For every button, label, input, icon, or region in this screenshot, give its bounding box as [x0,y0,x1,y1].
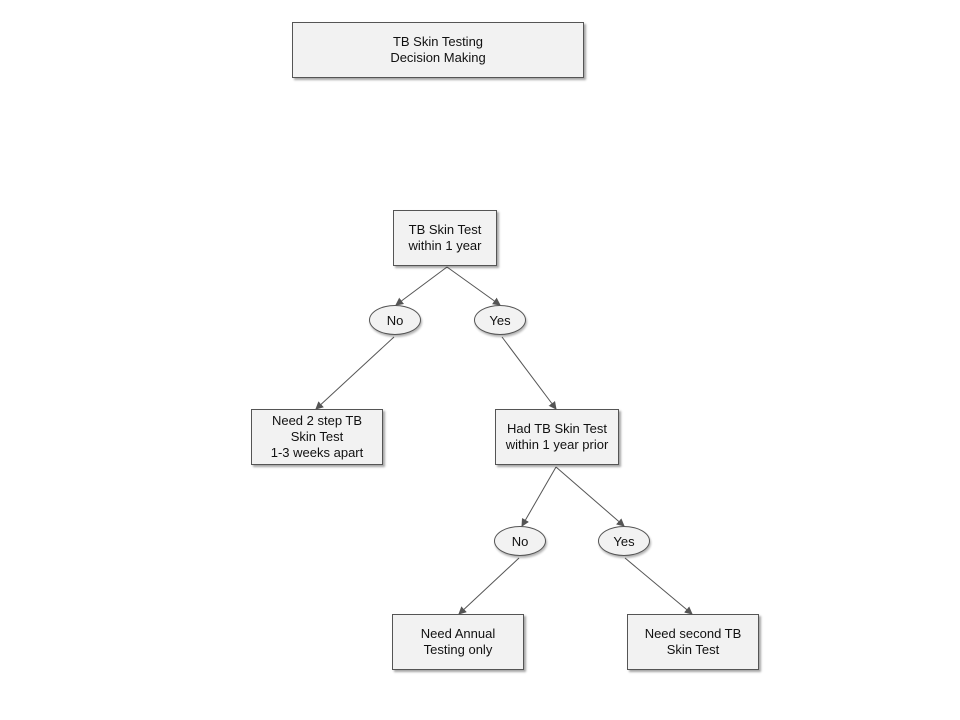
node-annual-line-2: Testing only [423,642,493,657]
edge-prior-to-no [521,466,557,527]
diagram-title-box: TB Skin Testing Decision Making [292,22,584,78]
decision-yes-label: Yes [489,312,511,328]
edge-no-to-annual [458,557,520,615]
node-two-step-line-2: Skin Test [290,429,344,444]
node-two-step-line-3: 1-3 weeks apart [270,445,364,460]
edge-yes-to-second [624,557,693,615]
decision-yes-oval: Yes [474,305,526,335]
decision-prior-yes-oval: Yes [598,526,650,556]
node-prior-line-1: Had TB Skin Test [507,421,607,436]
decision-prior-no-label: No [511,533,529,549]
node-tb-skin-test-within-1-year: TB Skin Test within 1 year [393,210,497,266]
edge-root-to-no [395,266,448,306]
edge-root-to-yes [446,266,501,306]
node-need-annual-testing: Need Annual Testing only [392,614,524,670]
node-root-line-1: TB Skin Test [408,222,482,237]
decision-no-label: No [386,312,404,328]
node-need-second-skin-test: Need second TB Skin Test [627,614,759,670]
decision-prior-no-oval: No [494,526,546,556]
node-two-step-line-1: Need 2 step TB [271,413,363,428]
node-annual-line-1: Need Annual [420,626,496,641]
decision-no-oval: No [369,305,421,335]
node-had-tb-skin-test-prior: Had TB Skin Test within 1 year prior [495,409,619,465]
node-second-line-2: Skin Test [666,642,720,657]
edge-no-to-two-step [315,336,395,410]
node-prior-line-2: within 1 year prior [505,437,609,452]
edge-prior-to-yes [555,466,625,527]
diagram-title-line-2: Decision Making [390,50,486,65]
node-need-2-step-skin-test: Need 2 step TB Skin Test 1-3 weeks apart [251,409,383,465]
edge-yes-to-prior [501,336,557,410]
node-root-line-2: within 1 year [408,238,482,253]
node-second-line-1: Need second TB [644,626,742,641]
decision-prior-yes-label: Yes [613,533,635,549]
diagram-title-line-1: TB Skin Testing [392,34,484,49]
